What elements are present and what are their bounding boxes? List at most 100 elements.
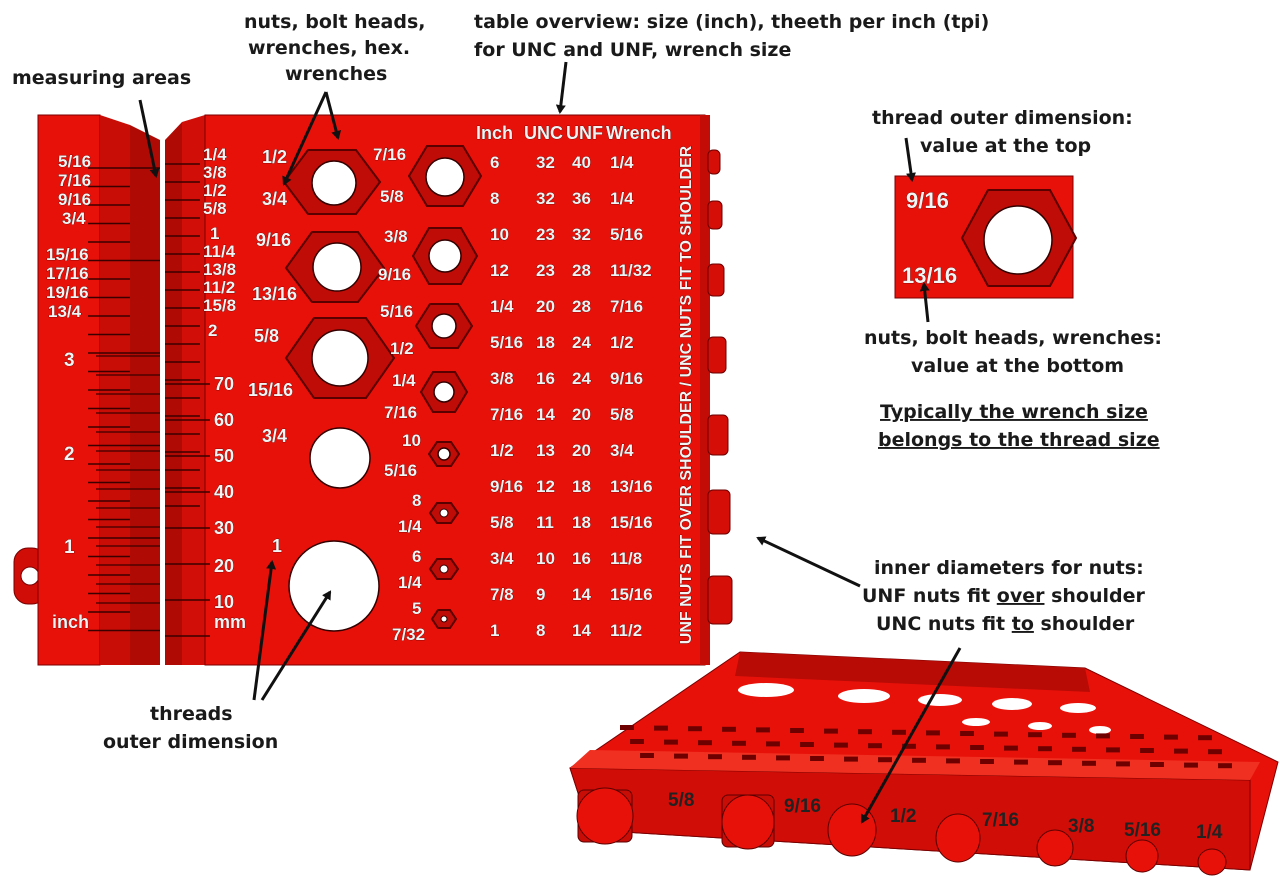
model-slot bbox=[708, 754, 722, 760]
model-slot bbox=[902, 743, 916, 749]
round-hole bbox=[983, 205, 1053, 275]
table-header: Wrench bbox=[606, 123, 672, 143]
model-slot bbox=[970, 745, 984, 750]
hex-label-top: 5/16 bbox=[380, 302, 413, 321]
model-slot bbox=[1116, 761, 1130, 767]
round-hole-large bbox=[288, 540, 380, 632]
table-cell: 12 bbox=[490, 261, 509, 280]
table-cell: 15/16 bbox=[610, 513, 653, 532]
label-table: for UNC and UNF, wrench size bbox=[474, 39, 791, 61]
table-cell: 9/16 bbox=[490, 477, 523, 496]
hex-label-bottom: 7/16 bbox=[384, 403, 417, 422]
table-cell: 32 bbox=[572, 225, 591, 244]
label-threads: outer dimension bbox=[103, 731, 278, 753]
table-cell: 1 bbox=[490, 621, 499, 640]
label-inner-part: UNC nuts fit bbox=[876, 613, 1012, 635]
shoulder-bump bbox=[707, 263, 725, 297]
model-slot bbox=[698, 740, 712, 746]
round-hole bbox=[311, 160, 357, 206]
table-cell: 28 bbox=[572, 261, 591, 280]
model-slot bbox=[980, 759, 994, 764]
example-box: 9/16 13/16 bbox=[894, 175, 1078, 299]
table-cell: 8 bbox=[536, 621, 545, 640]
model-slot bbox=[776, 755, 790, 761]
model-slot bbox=[858, 729, 872, 735]
table-cell: 6 bbox=[490, 153, 499, 172]
arrow bbox=[260, 590, 332, 701]
ruler-right-label: 1/4 bbox=[203, 145, 227, 164]
ruler-right-label: 11/4 bbox=[203, 242, 236, 261]
table-cell: 3/4 bbox=[490, 549, 514, 568]
ruler-left-label: 9/16 bbox=[58, 190, 91, 209]
ruler-left-label: 7/16 bbox=[58, 171, 91, 190]
table-cell: 14 bbox=[572, 585, 591, 604]
hex-label-bottom: 1/4 bbox=[398, 517, 422, 536]
table-cell: 1/4 bbox=[610, 189, 634, 208]
model-slot bbox=[1048, 760, 1062, 766]
ruler-left-label: 13/4 bbox=[48, 302, 82, 321]
model-slot bbox=[630, 739, 644, 744]
model-slot bbox=[800, 742, 814, 747]
model-label: 9/16 bbox=[784, 796, 821, 817]
model-slot bbox=[1072, 746, 1086, 752]
table-header: UNC bbox=[524, 123, 563, 143]
table-cell: 9/16 bbox=[610, 369, 643, 388]
hex-label-top: 1/2 bbox=[262, 147, 287, 167]
ruler-left-number: 3 bbox=[64, 350, 75, 371]
table-cell: 13 bbox=[536, 441, 555, 460]
ruler-left-label: 15/16 bbox=[46, 245, 89, 264]
round-hole bbox=[439, 508, 449, 518]
hex-column-1 bbox=[282, 149, 396, 632]
model-slot bbox=[640, 753, 654, 758]
model-slot bbox=[834, 742, 848, 748]
model-slot bbox=[620, 725, 634, 730]
hex-label-top: 5 bbox=[412, 599, 421, 618]
ruler-right-number: 10 bbox=[214, 592, 234, 612]
table-cell: 32 bbox=[536, 189, 555, 208]
label-nuts: wrenches, hex. bbox=[248, 37, 410, 59]
model-slots bbox=[620, 725, 1232, 769]
model-slot bbox=[790, 728, 804, 733]
arrow bbox=[860, 647, 962, 824]
model-3d-view: 5/8 9/16 1/2 7/16 3/8 5/16 1/4 bbox=[569, 651, 1279, 876]
arrow bbox=[555, 61, 568, 114]
label-typical: belongs to the thread size bbox=[878, 429, 1160, 451]
table-cell: 7/16 bbox=[610, 297, 643, 316]
arrow bbox=[756, 536, 861, 588]
hex-label-top: 1 bbox=[272, 536, 282, 556]
model-slot bbox=[912, 757, 926, 763]
model-label: 1/4 bbox=[1196, 822, 1223, 843]
table-cell: 5/8 bbox=[490, 513, 514, 532]
model-slot bbox=[878, 757, 892, 763]
table-cell: 23 bbox=[536, 225, 555, 244]
ruler-right-unit: mm bbox=[214, 612, 246, 632]
model-slot bbox=[892, 729, 906, 735]
shoulder-bump bbox=[707, 200, 723, 230]
table-cell: 10 bbox=[490, 225, 509, 244]
arrow bbox=[324, 91, 342, 140]
hex-column-1-labels: 1/2 3/4 9/16 13/16 5/8 15/16 3/4 1 bbox=[248, 147, 298, 557]
model-slot bbox=[1096, 733, 1110, 739]
table-cell: 18 bbox=[572, 477, 591, 496]
ruler-left-label: 17/16 bbox=[46, 264, 89, 283]
arrow bbox=[282, 91, 328, 186]
table-header: UNF bbox=[566, 123, 603, 143]
ruler-left-number: 2 bbox=[64, 444, 75, 465]
table-cell: 36 bbox=[572, 189, 591, 208]
label-nuts: wrenches bbox=[285, 63, 387, 85]
table-cell: 14 bbox=[572, 621, 591, 640]
model-slot bbox=[994, 731, 1008, 737]
table-cell: 13/16 bbox=[610, 477, 653, 496]
model-slot bbox=[1106, 747, 1120, 753]
hex-label-bottom: 1/2 bbox=[390, 339, 414, 358]
label-inner-part: over bbox=[997, 585, 1045, 607]
hex-label-bottom: 13/16 bbox=[252, 284, 297, 304]
label-inner: UNF nuts fit over shoulder bbox=[862, 585, 1145, 607]
table-cell: 11/32 bbox=[610, 261, 652, 280]
table-cell: 10 bbox=[536, 549, 555, 568]
label-nuts-bottom: value at the bottom bbox=[911, 355, 1124, 377]
label-thread-outer: thread outer dimension: bbox=[872, 107, 1133, 129]
model-slot bbox=[946, 758, 960, 764]
